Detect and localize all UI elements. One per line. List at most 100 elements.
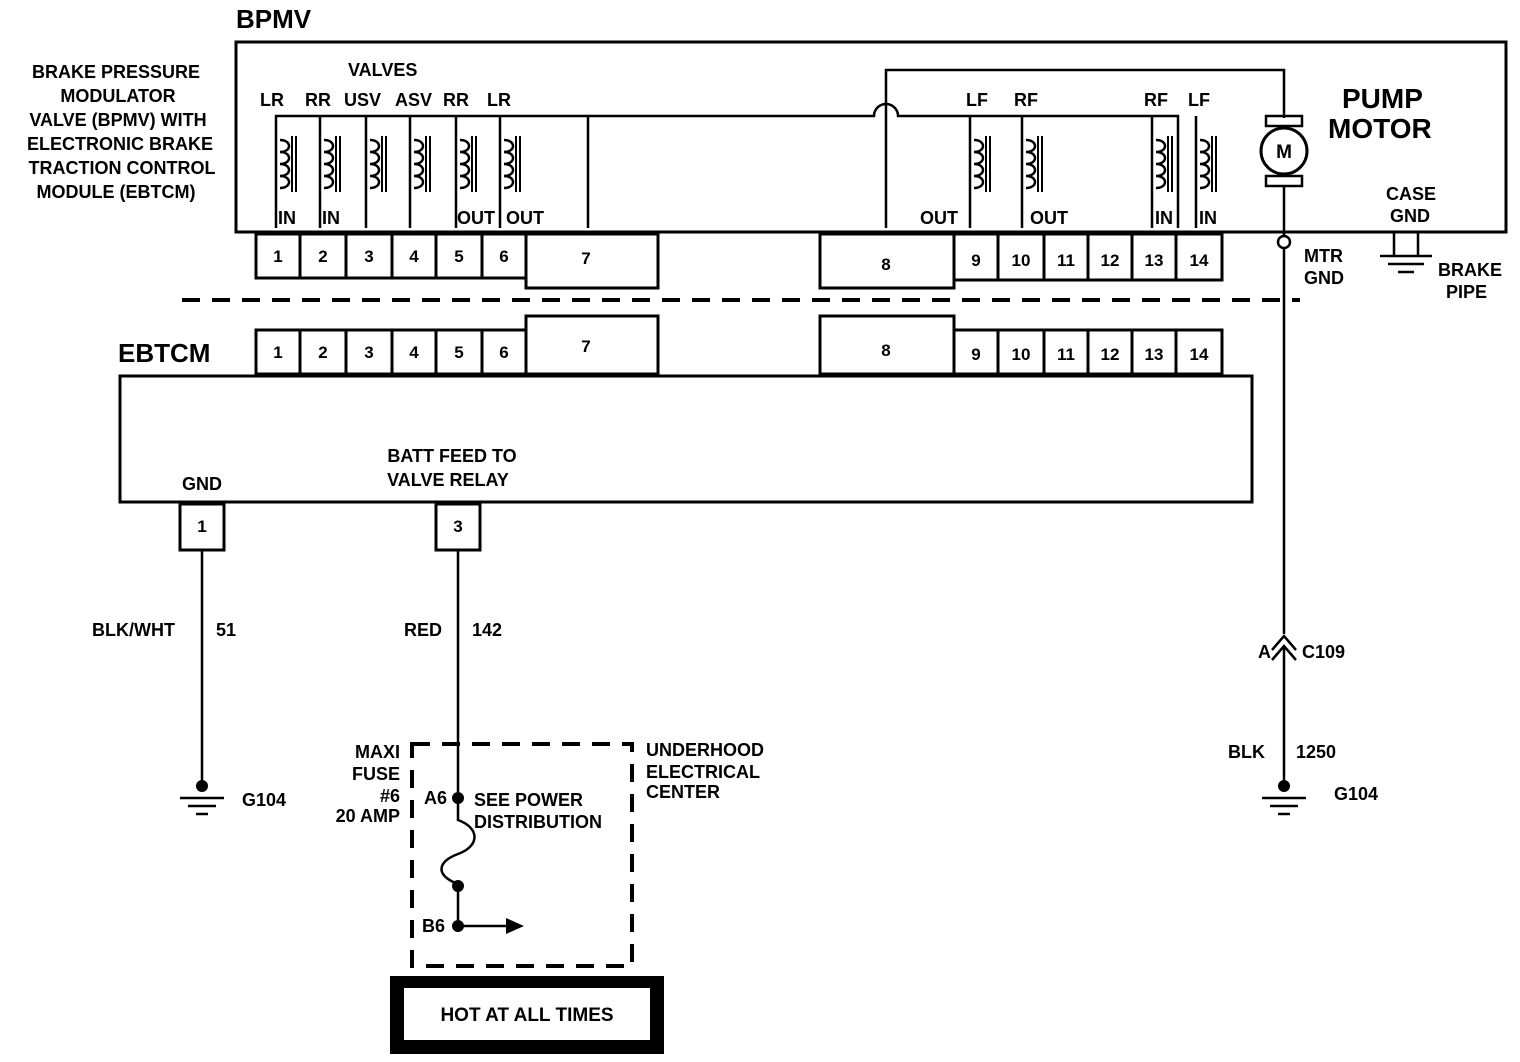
ground-symbol: [1260, 796, 1308, 816]
svg-text:12: 12: [1101, 251, 1120, 270]
svg-text:FUSE: FUSE: [352, 764, 400, 784]
terminal-b6: B6: [422, 916, 445, 936]
valve-bottom-labels: IN IN OUT OUT OUT OUT IN IN: [278, 208, 1217, 228]
svg-text:4: 4: [409, 247, 419, 266]
ebtcm-connector: [254, 314, 1224, 376]
svg-text:6: 6: [499, 343, 508, 362]
ebtcm-module-box: [118, 374, 1254, 504]
case-gnd-label: CASE: [1386, 184, 1436, 204]
valves-label: VALVES: [348, 60, 417, 80]
svg-text:IN: IN: [278, 208, 296, 228]
svg-text:4: 4: [409, 343, 419, 362]
svg-text:2: 2: [318, 247, 327, 266]
svg-text:RF: RF: [1144, 90, 1168, 110]
svg-text:USV: USV: [344, 90, 381, 110]
svg-text:13: 13: [1145, 251, 1164, 270]
valve-coil: [412, 134, 432, 194]
svg-text:5: 5: [454, 247, 463, 266]
pump-motor-label: MOTOR: [1328, 113, 1432, 144]
underhood-center-box: [410, 742, 634, 968]
svg-text:LF: LF: [966, 90, 988, 110]
wire-color-blk: BLK: [1228, 742, 1265, 762]
svg-text:MODULATOR: MODULATOR: [60, 86, 175, 106]
hot-at-all-times-label: HOT AT ALL TIMES: [440, 1005, 613, 1026]
svg-text:OUT: OUT: [1030, 208, 1068, 228]
svg-text:RR: RR: [443, 90, 469, 110]
power-arrow-head: [506, 918, 524, 934]
wire-color-blk-wht: BLK/WHT: [92, 620, 175, 640]
svg-text:11: 11: [1057, 345, 1075, 364]
svg-text:8: 8: [881, 255, 890, 274]
c109-label: C109: [1302, 642, 1345, 662]
svg-text:ELECTRONIC BRAKE: ELECTRONIC BRAKE: [27, 134, 213, 154]
mtr-gnd-label: GND: [1304, 268, 1344, 288]
svg-text:9: 9: [971, 345, 980, 364]
ebtcm-gnd-pin-label: 1: [197, 517, 206, 536]
valve-bus-line: [588, 102, 1180, 228]
svg-text:MODULE (EBTCM): MODULE (EBTCM): [37, 182, 196, 202]
svg-text:11: 11: [1057, 251, 1075, 270]
batt-feed-label: VALVE RELAY: [387, 470, 509, 490]
valve-coil: [322, 134, 342, 194]
svg-text:3: 3: [364, 247, 373, 266]
fuse-element: [440, 798, 476, 886]
see-power-distribution: DISTRIBUTION: [474, 812, 602, 832]
ebtcm-pin-labels: 1 2 3 4 5 6 7 8 9 10 11 12 13 14: [273, 337, 1209, 364]
wire-circuit-1250: 1250: [1296, 742, 1336, 762]
svg-text:IN: IN: [322, 208, 340, 228]
mtr-gnd-terminal: [1276, 234, 1292, 250]
see-power-distribution: SEE POWER: [474, 790, 583, 810]
motor-symbol: M: [1276, 142, 1292, 163]
svg-text:1: 1: [273, 247, 282, 266]
svg-text:13: 13: [1145, 345, 1164, 364]
svg-text:IN: IN: [1155, 208, 1173, 228]
svg-text:10: 10: [1012, 251, 1031, 270]
svg-text:UNDERHOOD: UNDERHOOD: [646, 740, 764, 760]
brake-pipe-label: BRAKE: [1438, 260, 1502, 280]
hot-at-all-times-inner: [404, 988, 650, 1040]
brake-pipe-label: PIPE: [1446, 282, 1487, 302]
ground-symbol: [178, 796, 226, 816]
svg-text:LF: LF: [1188, 90, 1210, 110]
ground-junction: [196, 780, 208, 792]
bpmv-pin-labels: 1 2 3 4 5 6 7 8 9 10 11 12 13 14: [273, 247, 1209, 274]
svg-text:LR: LR: [487, 90, 511, 110]
terminal-a6: A6: [424, 788, 447, 808]
svg-text:TRACTION CONTROL: TRACTION CONTROL: [29, 158, 216, 178]
svg-text:7: 7: [581, 249, 590, 268]
valve-coil: [1154, 134, 1174, 194]
ground-g104-left: G104: [242, 790, 286, 810]
bpmv-description: BRAKE PRESSURE MODULATOR VALVE (BPMV) WI…: [27, 62, 216, 202]
svg-text:MAXI: MAXI: [355, 742, 400, 762]
svg-text:OUT: OUT: [920, 208, 958, 228]
valve-coil: [502, 134, 522, 194]
bpmv-title: BPMV: [236, 4, 312, 34]
underhood-center-label: UNDERHOOD ELECTRICAL CENTER: [646, 740, 764, 802]
valve-coil: [1024, 134, 1044, 194]
svg-text:OUT: OUT: [457, 208, 495, 228]
pump-motor: M: [1259, 114, 1309, 188]
bpmv-module-box: [234, 40, 1508, 234]
valve-coil: [1198, 134, 1218, 194]
wire-circuit-142: 142: [472, 620, 502, 640]
svg-text:IN: IN: [1199, 208, 1217, 228]
svg-text:5: 5: [454, 343, 463, 362]
valve-coil: [368, 134, 388, 194]
wire-color-red: RED: [404, 620, 442, 640]
case-gnd-label: GND: [1390, 206, 1430, 226]
batt-feed-label: BATT FEED TO: [387, 446, 516, 466]
wire-circuit-51: 51: [216, 620, 236, 640]
ebtcm-batt-pin-label: 3: [453, 517, 462, 536]
svg-text:ASV: ASV: [395, 90, 432, 110]
c109-cavity: A: [1258, 642, 1271, 662]
pump-motor-label: PUMP: [1342, 83, 1423, 114]
svg-text:10: 10: [1012, 345, 1031, 364]
fuse-label: MAXI FUSE #6 20 AMP: [336, 742, 400, 826]
valve-coil: [458, 134, 478, 194]
svg-text:12: 12: [1101, 345, 1120, 364]
svg-text:2: 2: [318, 343, 327, 362]
svg-text:14: 14: [1190, 345, 1209, 364]
right-valve-circuits: [884, 68, 1286, 228]
svg-text:RF: RF: [1014, 90, 1038, 110]
